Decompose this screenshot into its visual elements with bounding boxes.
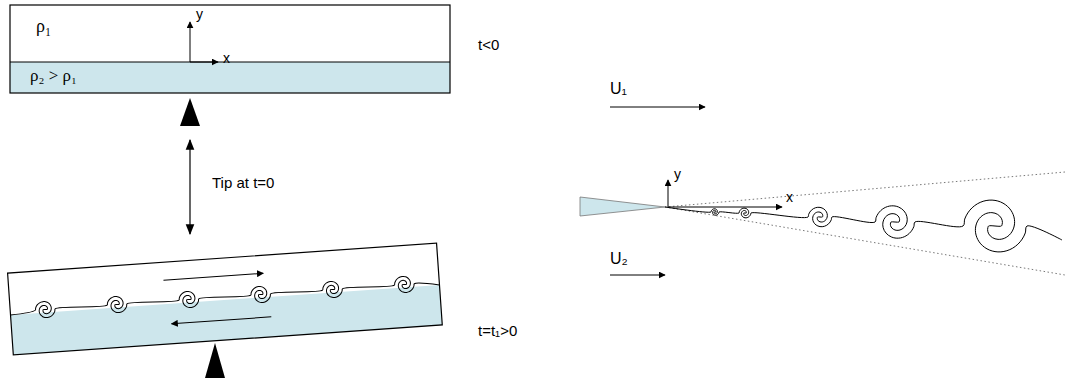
axis-label: x — [786, 189, 793, 205]
axis-label: y — [196, 6, 203, 22]
axis-label: y — [674, 166, 681, 182]
tank-before — [10, 5, 450, 93]
interface-rolls — [10, 274, 440, 320]
tip-arrow — [189, 140, 190, 234]
density-label: ρ₂ > ρ₁ — [30, 66, 77, 85]
axis-label: y — [674, 166, 681, 182]
time-label: t=t₁>0 — [478, 322, 517, 339]
velocity-label: U₂ — [610, 250, 628, 268]
time-label: t=t₁>0 — [478, 322, 517, 339]
density-label: ρ₁ — [36, 16, 51, 36]
velocity-label: U₁ — [610, 80, 627, 97]
pivot-triangle — [180, 98, 200, 126]
velocity-label: U₂ — [610, 250, 628, 267]
caption-note: Tip at t=0 — [212, 174, 274, 191]
density-label: ρ₁ — [36, 16, 51, 37]
time-label: t<0 — [478, 36, 499, 53]
caption-note: Tip at t=0 — [212, 174, 274, 191]
density-label: ρ₂ > ρ₁ — [30, 66, 77, 86]
time-label: t<0 — [478, 36, 499, 53]
axis-label: y — [196, 6, 203, 22]
axis-label: x — [786, 189, 793, 205]
axis-label: x — [223, 50, 230, 66]
tank-after — [8, 243, 443, 355]
mixing-layer — [580, 107, 1065, 275]
velocity-label: U₁ — [610, 80, 627, 98]
axis-label: x — [223, 50, 230, 66]
pivot-triangle — [205, 343, 225, 378]
vortex-rolls — [665, 200, 1062, 252]
